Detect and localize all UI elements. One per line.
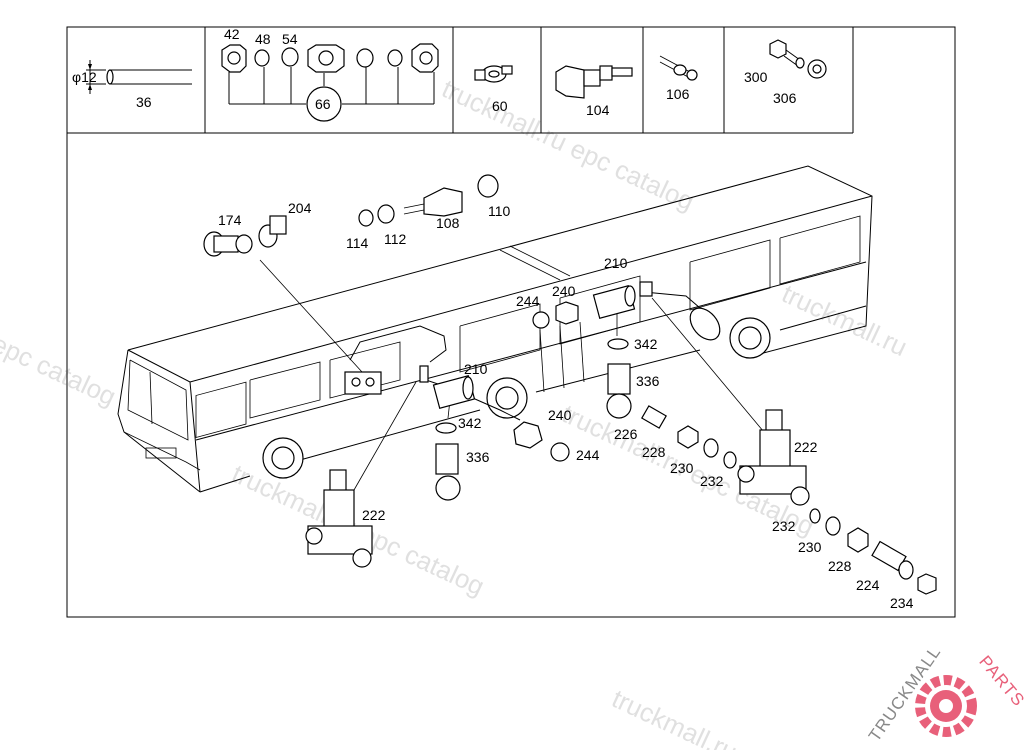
part-label-222-b: 222 [362, 507, 386, 523]
filter-assembly-right [532, 281, 721, 419]
part-label-204: 204 [288, 200, 312, 216]
filter-assembly-left [419, 365, 570, 501]
part-label-230-a: 230 [670, 460, 694, 476]
pipe-diameter-label: φ12 [72, 69, 97, 85]
watermark-3: epc catalog [0, 328, 121, 411]
part-label-210-b: 210 [464, 361, 488, 377]
header-row [67, 27, 854, 134]
part-label-114: 114 [346, 235, 369, 251]
bolt-and-washer [769, 39, 827, 79]
part-label-36: 36 [136, 94, 152, 110]
threaded-stud [659, 55, 698, 81]
part-label-230-b: 230 [798, 539, 822, 555]
bus-wheels [262, 317, 771, 479]
part-label-300: 300 [744, 69, 768, 85]
part-label-226: 226 [614, 426, 638, 442]
part-label-54: 54 [282, 31, 298, 47]
part-label-232-a: 232 [700, 473, 724, 489]
part-label-42: 42 [224, 26, 240, 42]
part-label-240-a: 240 [552, 283, 576, 299]
part-label-342-b: 342 [458, 415, 482, 431]
part-label-108: 108 [436, 215, 460, 231]
part-label-222-a: 222 [794, 439, 818, 455]
part-label-48: 48 [255, 31, 271, 47]
pressure-regulator-left [305, 469, 373, 568]
elbow-fittings [203, 215, 287, 257]
part-label-336-b: 336 [466, 449, 490, 465]
part-label-228-a: 228 [642, 444, 666, 460]
part-label-210-a: 210 [604, 255, 628, 271]
part-label-244-b: 244 [576, 447, 600, 463]
part-label-224: 224 [856, 577, 880, 593]
diagram-frame [66, 26, 956, 618]
part-label-228-b: 228 [828, 558, 852, 574]
part-label-234: 234 [890, 595, 914, 611]
pressure-regulator-right [737, 409, 810, 506]
logo-text-accent: PARTS [975, 652, 1024, 710]
truckmall-logo: TRUCKMALL PARTS [865, 642, 1024, 745]
part-label-104: 104 [586, 102, 610, 118]
part-label-336-a: 336 [636, 373, 660, 389]
watermark-6: truckmall.ru [607, 683, 741, 750]
valve-block [344, 371, 382, 395]
fitting-chain-upper [641, 405, 737, 469]
part-label-112: 112 [384, 231, 407, 247]
part-label-240-b: 240 [548, 407, 572, 423]
part-label-244-a: 244 [516, 293, 540, 309]
watermark-2: truckmall.ru [777, 278, 911, 362]
fitting-chain-lower [809, 508, 937, 595]
banjo-fitting [474, 65, 513, 83]
gear-logo-icon [915, 675, 977, 737]
part-label-66: 66 [315, 96, 331, 112]
part-label-342-a: 342 [634, 336, 658, 352]
part-label-174: 174 [218, 212, 242, 228]
union-fittings [358, 174, 499, 227]
part-label-306: 306 [773, 90, 797, 106]
part-label-106: 106 [666, 86, 690, 102]
part-label-232-b: 232 [772, 518, 796, 534]
push-connector [555, 65, 633, 99]
part-label-60: 60 [492, 98, 508, 114]
part-label-110: 110 [488, 203, 511, 219]
fitting-set [221, 43, 439, 122]
pipe-part [86, 60, 192, 94]
